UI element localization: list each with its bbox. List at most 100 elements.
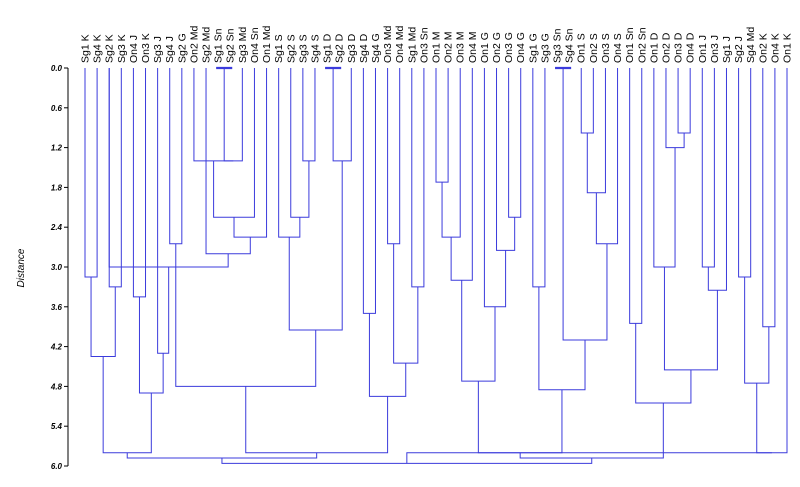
y-axis-title: Distance bbox=[16, 248, 27, 287]
y-tick-label: 3.0 bbox=[51, 263, 63, 272]
dendrogram-link bbox=[245, 386, 389, 454]
leaf-label: Sg3 D bbox=[346, 33, 358, 63]
dendrogram-link bbox=[90, 276, 116, 358]
dendrogram-link bbox=[653, 68, 676, 268]
y-tick-label: 1.8 bbox=[51, 183, 63, 192]
leaf-label: On4 Sn bbox=[249, 27, 261, 63]
y-tick-label: 6.0 bbox=[51, 462, 63, 471]
leaf-label: Sg1 D bbox=[322, 33, 334, 63]
dendrogram-link bbox=[108, 68, 122, 288]
leaf-label: Sg4 D bbox=[358, 33, 370, 63]
dendrogram-link bbox=[126, 452, 318, 459]
dendrogram-link bbox=[663, 267, 718, 371]
leaf-label: Sg4 Md bbox=[745, 27, 757, 63]
leaf-label: On4 S bbox=[612, 33, 624, 63]
leaf-label: On3 K bbox=[140, 33, 152, 63]
leaf-label: On3 J bbox=[709, 35, 721, 63]
dendrogram-link bbox=[580, 68, 594, 134]
dendrogram-link bbox=[586, 68, 606, 194]
dendrogram-link bbox=[213, 68, 255, 218]
leaf-label: On3 D bbox=[673, 32, 685, 63]
dendrogram-link bbox=[496, 68, 516, 251]
dendrogram-link bbox=[411, 68, 425, 288]
dendrogram-link bbox=[132, 68, 147, 298]
dendrogram-link bbox=[290, 68, 310, 218]
dendrogram-link bbox=[393, 243, 419, 364]
leaf-label: Sg3 K bbox=[116, 34, 128, 63]
dendrogram-link bbox=[677, 68, 691, 134]
leaf-label: On3 G bbox=[503, 32, 515, 63]
leaf-label: On2 D bbox=[660, 32, 672, 63]
dendrogram-link bbox=[233, 68, 268, 238]
y-tick-label: 2.4 bbox=[50, 223, 63, 232]
dendrogram-link bbox=[435, 68, 449, 183]
dendrogram-link bbox=[477, 381, 563, 454]
leaf-label: On1 J bbox=[697, 35, 709, 63]
dendrogram-link bbox=[193, 68, 234, 162]
dendrogram-link bbox=[223, 68, 243, 162]
dendrogram-link bbox=[302, 68, 316, 162]
leaf-label: Sg3 G bbox=[539, 33, 551, 63]
dendrogram-link bbox=[278, 68, 301, 238]
dendrogram-link bbox=[629, 68, 643, 324]
leaf-label: Sg1 Md bbox=[406, 27, 418, 63]
dendrogram-link bbox=[508, 68, 522, 218]
dendrogram-link bbox=[362, 68, 376, 314]
leaf-label: Sg3 Md bbox=[237, 27, 249, 63]
leaf-label: Sg4 G bbox=[370, 33, 382, 63]
dendrogram-link bbox=[756, 68, 788, 454]
y-tick-label: 0.0 bbox=[51, 64, 63, 73]
leaf-label: Sg1 K bbox=[80, 34, 92, 63]
leaf-label: Sg1 S bbox=[273, 34, 285, 63]
leaf-label: Sg2 G bbox=[176, 33, 188, 63]
leaf-label: Sg2 D bbox=[334, 33, 346, 63]
leaf-label: On1 S bbox=[576, 33, 588, 63]
leaf-label: On1 G bbox=[479, 32, 491, 63]
leaf-label: Sg3 Sn bbox=[552, 28, 564, 63]
leaf-label: On4 M bbox=[467, 31, 479, 63]
leaf-label: Sg1 J bbox=[721, 36, 733, 63]
leaf-label: Sg4 K bbox=[92, 34, 104, 63]
dendrogram-link bbox=[665, 68, 685, 149]
dendrogram-link bbox=[441, 68, 461, 238]
dendrogram-link bbox=[744, 276, 770, 384]
leaf-label: On4 D bbox=[685, 32, 697, 63]
dendrogram-link bbox=[519, 402, 664, 459]
dendrogram-links bbox=[84, 66, 788, 464]
y-tick-label: 0.6 bbox=[51, 104, 63, 113]
leaf-label: On1 K bbox=[782, 33, 794, 63]
leaf-label: On3 Md bbox=[382, 25, 394, 63]
dendrogram-link bbox=[538, 286, 586, 391]
y-tick-label: 4.2 bbox=[50, 343, 63, 352]
leaf-label: Sg1 G bbox=[527, 33, 539, 63]
dendrogram-link bbox=[483, 68, 507, 308]
dendrogram-link bbox=[169, 68, 183, 245]
dendrogram-link bbox=[157, 68, 170, 354]
dendrogram-link bbox=[102, 356, 152, 454]
leaf-label: Sg4 S bbox=[309, 34, 321, 63]
leaf-label: On4 K bbox=[769, 33, 781, 63]
leaf-label: Sg2 Sn bbox=[225, 28, 237, 63]
leaf-label: On1 Md bbox=[261, 25, 273, 63]
leaf-label: On3 M bbox=[455, 31, 467, 63]
leaf-label: On2 Md bbox=[188, 25, 200, 63]
dendrogram-link bbox=[288, 160, 343, 331]
dendrogram-link bbox=[406, 452, 772, 464]
y-tick-label: 5.4 bbox=[51, 422, 63, 431]
leaf-label: On2 G bbox=[491, 32, 503, 63]
leaf-label: Sg2 K bbox=[104, 34, 116, 63]
dendrogram-link bbox=[562, 68, 608, 341]
leaf-label: On1 D bbox=[648, 32, 660, 63]
dendrogram-link bbox=[175, 243, 317, 387]
dendrogram-link bbox=[707, 68, 727, 291]
dendrogram-link bbox=[84, 68, 98, 278]
dendrogram-link bbox=[762, 68, 776, 328]
dendrogram-link bbox=[450, 68, 473, 281]
leaf-label: Sg1 Sn bbox=[213, 28, 225, 63]
leaf-label: On2 Sn bbox=[636, 27, 648, 63]
y-tick-label: 4.8 bbox=[50, 382, 63, 391]
dendrogram-link bbox=[387, 68, 401, 245]
leaf-label: On2 M bbox=[443, 31, 455, 63]
